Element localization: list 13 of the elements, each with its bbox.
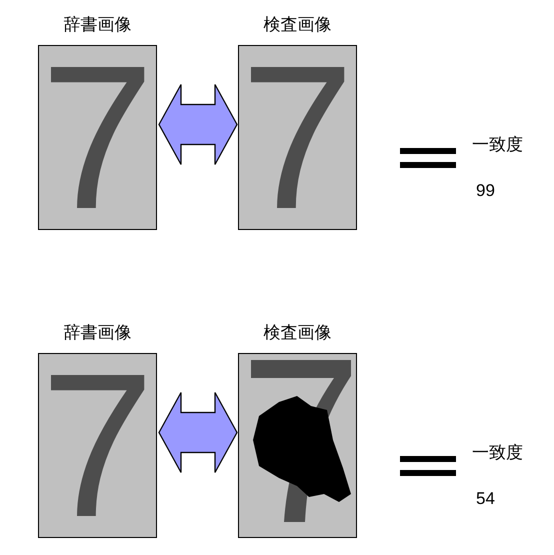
image-caption: 辞書画像 — [62, 14, 132, 36]
image-caption: 検査画像 — [262, 322, 332, 344]
double-arrow — [158, 392, 238, 474]
digit-glyph: 7 — [40, 354, 154, 537]
digit-glyph: 7 — [240, 46, 354, 229]
score-value: 54 — [476, 488, 495, 510]
double-arrow — [158, 84, 238, 166]
score-value: 99 — [476, 180, 495, 202]
digit-glyph: 7 — [40, 46, 154, 229]
score-label: 一致度 — [472, 134, 523, 156]
image-caption: 検査画像 — [262, 14, 332, 36]
score-label: 一致度 — [472, 442, 523, 464]
image-caption: 辞書画像 — [62, 322, 132, 344]
